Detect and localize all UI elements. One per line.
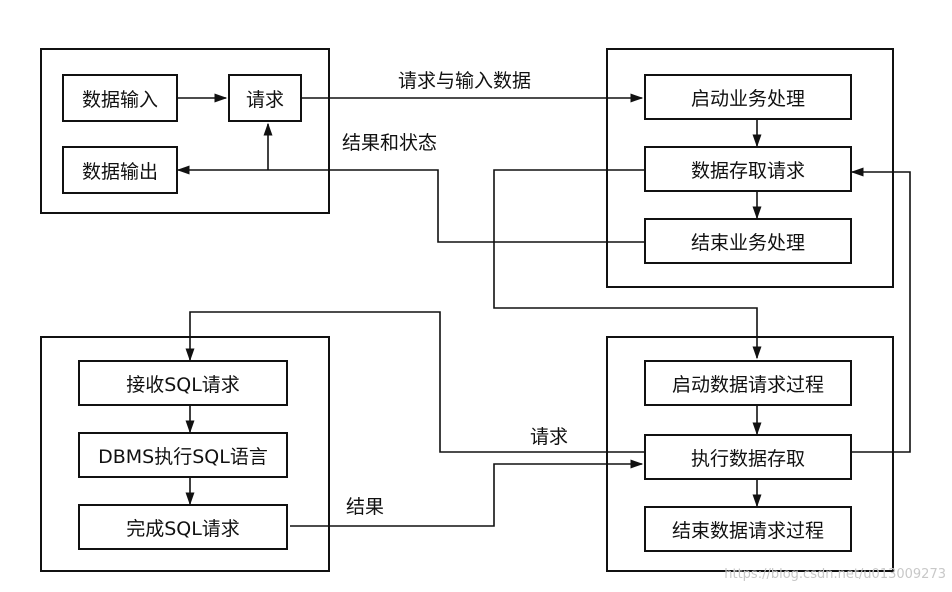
edge-exec-to-access-request [850, 167, 911, 453]
label-request-and-input: 请求与输入数据 [398, 70, 532, 92]
node-receive-sql: 接收SQL请求 [78, 360, 288, 406]
edge-complete-to-exec [290, 459, 644, 527]
node-data-input: 数据输入 [62, 74, 178, 122]
node-exec-data-access: 执行数据存取 [644, 434, 852, 480]
data-access-group [606, 336, 894, 572]
sql-server-group [40, 336, 330, 572]
node-data-output: 数据输出 [62, 146, 178, 194]
label-result: 结果 [346, 496, 385, 518]
label-request: 请求 [530, 426, 569, 448]
client-group [40, 48, 330, 214]
node-start-data-request: 启动数据请求过程 [644, 360, 852, 406]
node-dbms-exec-sql: DBMS执行SQL语言 [78, 432, 288, 478]
label-result-and-status: 结果和状态 [342, 132, 438, 154]
business-group [606, 48, 894, 288]
edge-end-business-to-output [176, 165, 644, 243]
node-end-data-request: 结束数据请求过程 [644, 506, 852, 552]
edge-exec-to-receive-sql [185, 311, 644, 453]
node-end-business: 结束业务处理 [644, 218, 852, 264]
node-data-access-request: 数据存取请求 [644, 146, 852, 192]
edge-access-request-to-start-data-request [493, 169, 762, 360]
node-request: 请求 [228, 74, 302, 122]
node-complete-sql: 完成SQL请求 [78, 504, 288, 550]
node-start-business: 启动业务处理 [644, 74, 852, 120]
watermark-url: https://blog.csdn.net/u013009273 [724, 567, 946, 582]
